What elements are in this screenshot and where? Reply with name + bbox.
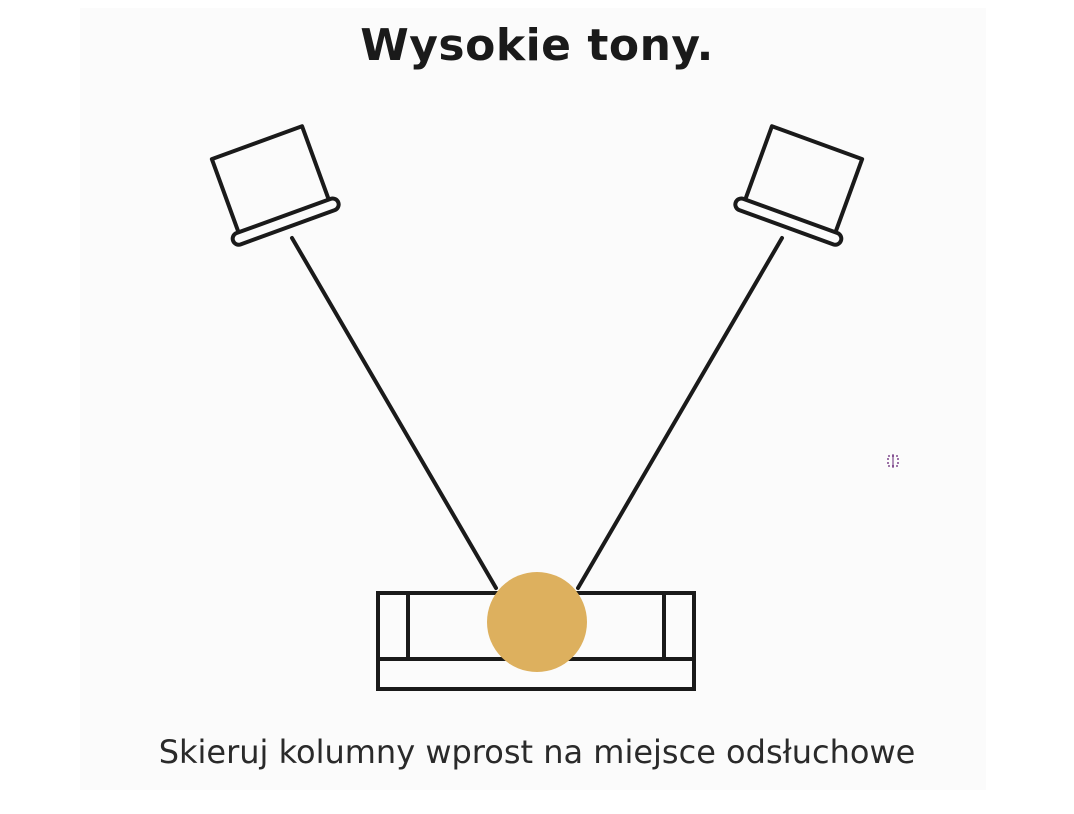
right-speaker <box>733 124 865 247</box>
left-speaker-front <box>230 196 341 247</box>
crosshair-cursor-icon <box>887 454 899 468</box>
right-speaker-front <box>733 196 844 247</box>
left-sound-line <box>290 236 498 590</box>
right-sound-line <box>576 236 784 590</box>
left-speaker <box>209 124 341 247</box>
listener-head <box>487 572 587 672</box>
diagram-caption: Skieruj kolumny wprost na miejsce odsłuc… <box>158 733 916 771</box>
diagram-title: Wysokie tony. <box>360 20 714 71</box>
